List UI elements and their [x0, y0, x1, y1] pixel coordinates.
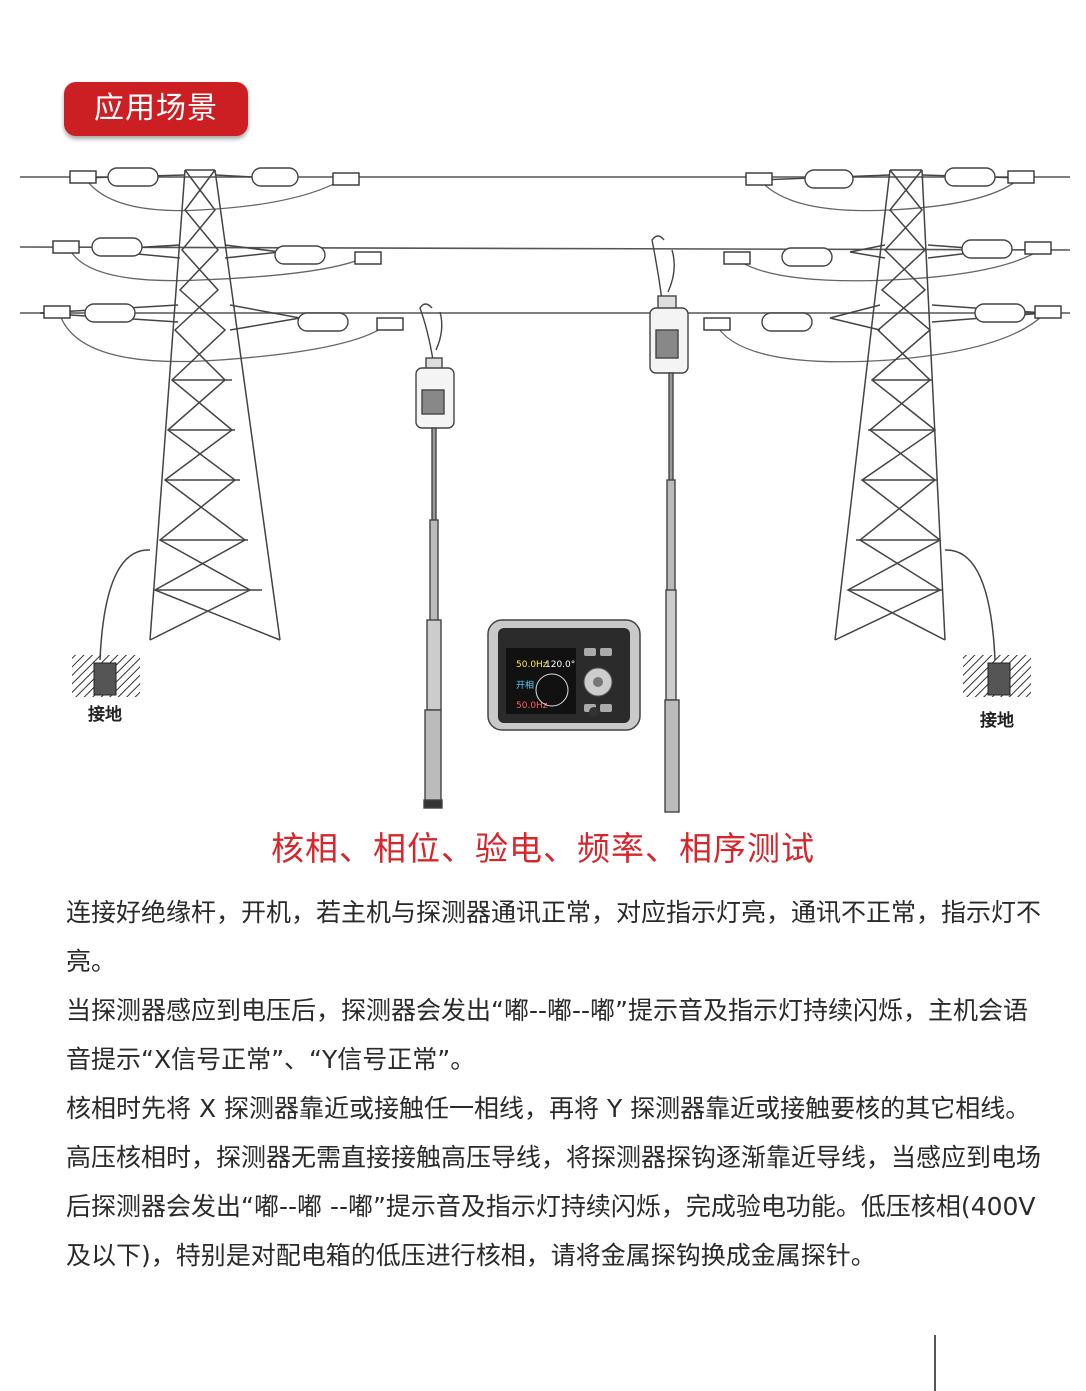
phase-meter: 50.0Hz 120.0° 开相 50.0Hz [487, 619, 641, 731]
paragraph-2: 当探测器感应到电压后，探测器会发出“嘟--嘟--嘟”提示音及指示灯持续闪烁，主机… [66, 996, 1028, 1074]
ground-label-right: 接地 [980, 710, 1014, 731]
paragraph-1: 连接好绝缘杆，开机，若主机与探测器通讯正常，对应指示灯亮，通讯不正常，指示灯不亮… [66, 898, 1042, 976]
ground-right [963, 655, 1031, 697]
application-scene-illustration: 接地 接地 50.0Hz 120.0° 开相 50.0Hz [19, 167, 1071, 813]
probe-left [415, 303, 455, 809]
jumper-cables [59, 177, 1046, 363]
meter-freq2-readout: 50.0Hz [516, 701, 548, 711]
corner-divider [934, 1335, 936, 1391]
scene-caption: 核相、相位、验电、频率、相序测试 [271, 829, 815, 868]
section-badge: 应用场景 [64, 82, 248, 136]
paragraph-3: 核相时先将 X 探测器靠近或接触任一相线，再将 Y 探测器靠近或接触要核的其它相… [66, 1094, 1042, 1270]
insulators [84, 167, 1026, 332]
ground-label-left: 接地 [88, 704, 122, 725]
ground-left [72, 655, 140, 697]
meter-angle-readout: 120.0° [545, 660, 575, 670]
instruction-text: 连接好绝缘杆，开机，若主机与探测器通讯正常，对应指示灯亮，通讯不正常，指示灯不亮… [66, 888, 1041, 1280]
probe-right [649, 235, 689, 813]
insulator-clamps [43, 170, 1062, 331]
meter-status-readout: 开相 [516, 679, 534, 691]
meter-freq-readout: 50.0Hz [516, 660, 548, 670]
